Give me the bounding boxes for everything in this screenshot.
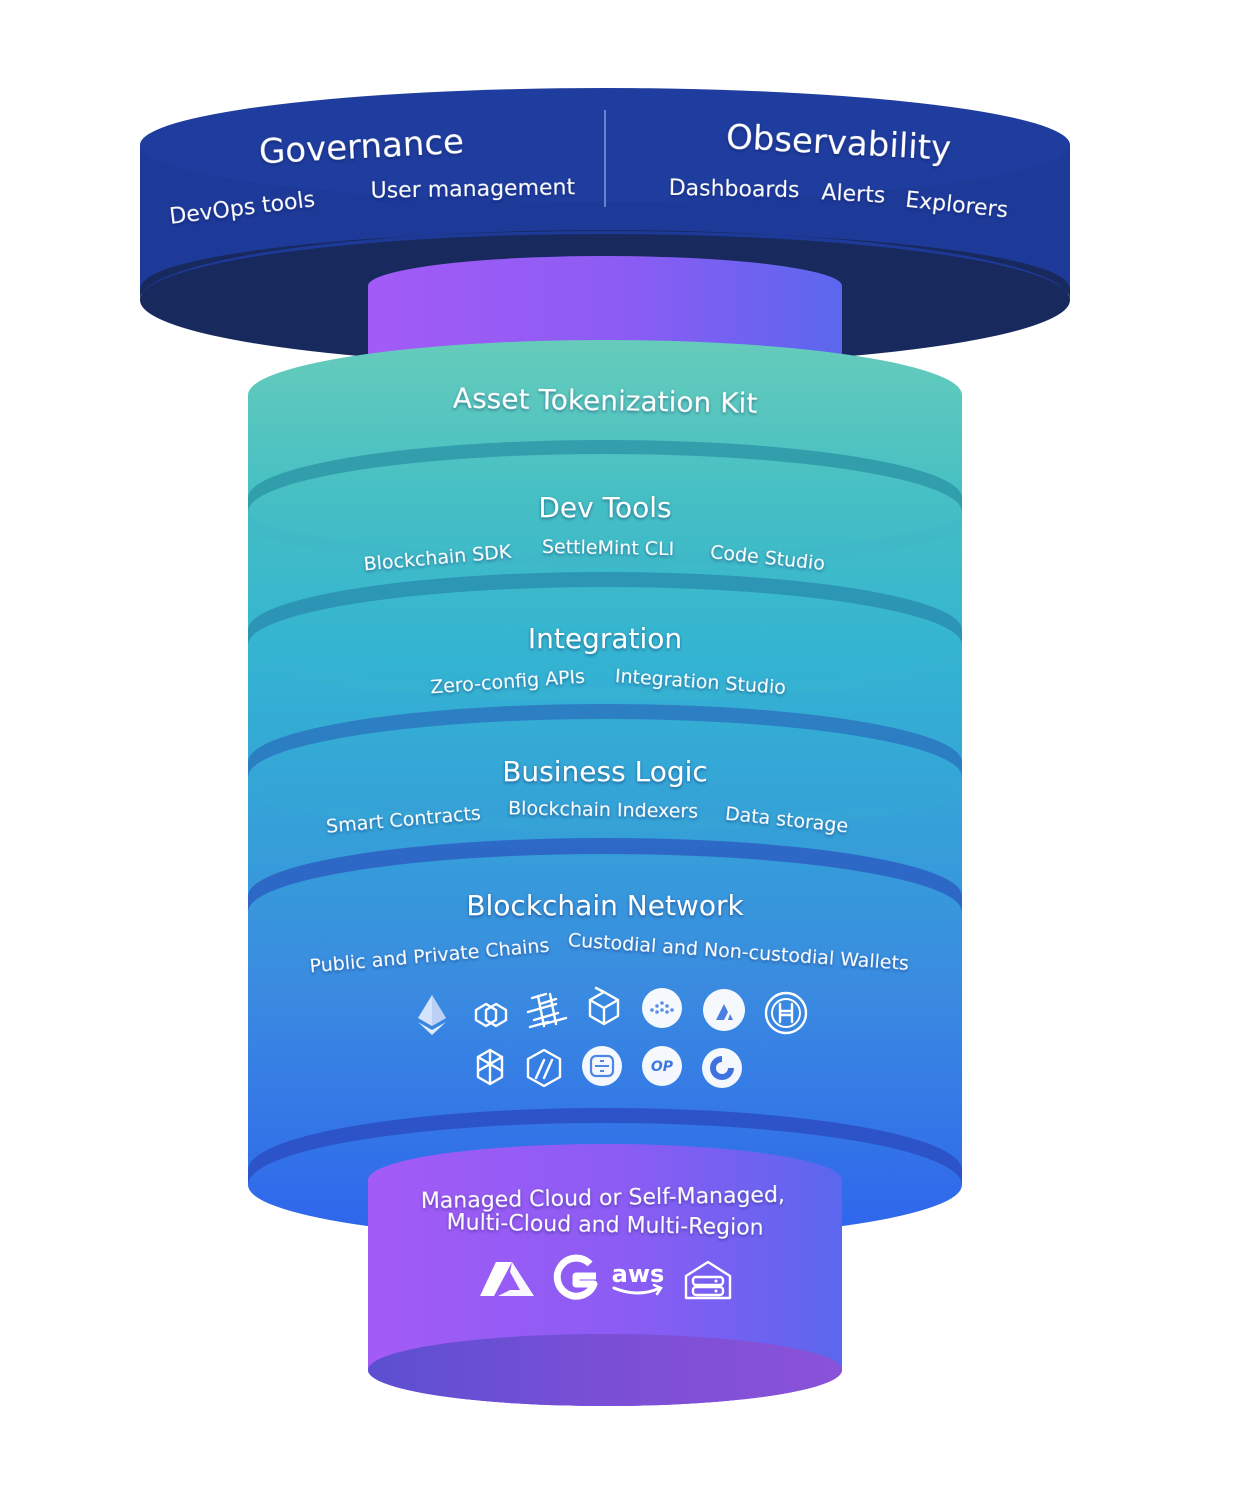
azure-icon (480, 1262, 534, 1296)
dev-tools-item-settlemint-cli: SettleMint CLI (542, 536, 675, 560)
celo-icon (702, 1048, 742, 1088)
google-cloud-icon (553, 1254, 598, 1300)
separator-1 (248, 440, 962, 512)
deployment-cylinder-base (368, 1334, 842, 1406)
layer-title-asset-tokenization-kit: Asset Tokenization Kit (453, 381, 758, 419)
observability-item-alerts: Alerts (821, 180, 886, 208)
layer-title-business-logic: Business Logic (502, 755, 708, 788)
deployment-cylinder (368, 1144, 842, 1406)
deployment-line-2: Multi-Cloud and Multi-Region (446, 1210, 763, 1241)
hyperledger-besu-icon (588, 986, 620, 1026)
observability-item-dashboards: Dashboards (668, 176, 799, 203)
hedera-icon (764, 991, 808, 1035)
avalanche-icon (703, 989, 745, 1031)
hyperledger-fabric-icon (526, 992, 568, 1029)
layer-title-blockchain-network: Blockchain Network (466, 889, 744, 922)
aws-label: aws (612, 1260, 665, 1288)
aws-icon: aws (612, 1260, 665, 1296)
optimism-icon: OP (642, 1046, 682, 1086)
fantom-icon (476, 1048, 504, 1086)
ethereum-icon (418, 995, 446, 1035)
separator-3 (248, 704, 962, 777)
optimism-label: OP (651, 1059, 674, 1075)
separator-2 (248, 572, 962, 645)
ipfs-cluster-icon (642, 988, 682, 1028)
business-logic-item-blockchain-indexers: Blockchain Indexers (508, 797, 698, 822)
blockchain-box-icon (582, 1046, 622, 1086)
governance-item-user-management: User management (370, 175, 575, 204)
arbitrum-icon (526, 1048, 562, 1088)
on-premise-server-icon (684, 1260, 732, 1300)
layer-title-integration: Integration (528, 622, 682, 655)
main-stack (248, 340, 962, 1240)
layer-title-dev-tools: Dev Tools (538, 491, 671, 524)
polygon-icon (474, 1002, 508, 1028)
separator-4 (248, 838, 962, 912)
